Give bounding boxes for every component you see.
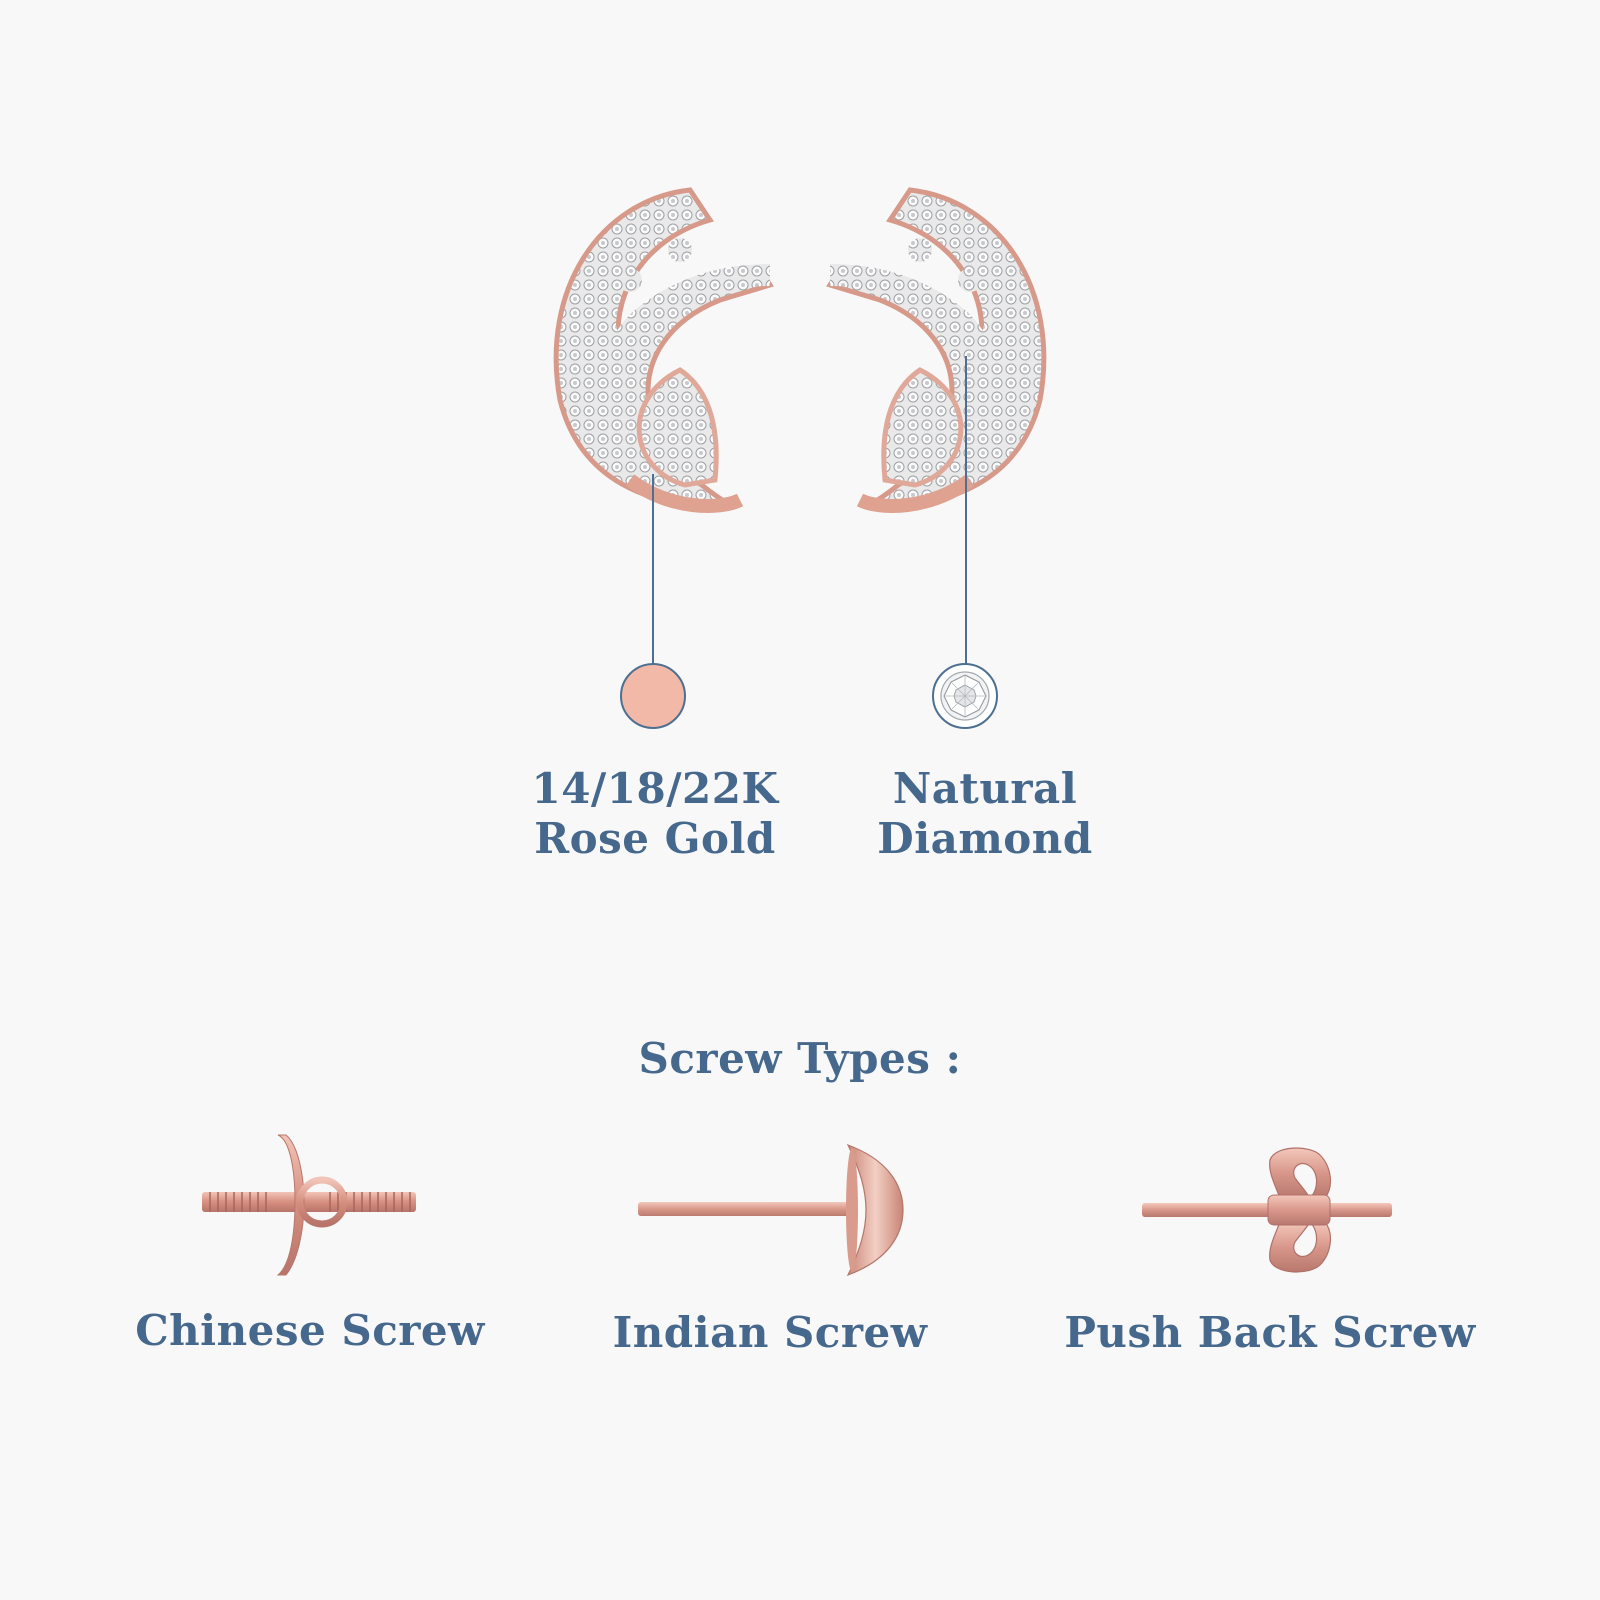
stone-label-line1: Natural	[892, 764, 1078, 813]
earrings-product-image	[540, 180, 1060, 520]
right-earring	[826, 187, 1047, 513]
stone-callout-line	[965, 356, 967, 664]
metal-callout-line	[652, 474, 654, 664]
diamond-swatch	[932, 663, 998, 729]
chinese-screw-icon	[202, 1134, 416, 1276]
indian-screw-icon	[638, 1143, 904, 1277]
rose-gold-swatch	[620, 663, 686, 729]
metal-label: 14/18/22K Rose Gold	[520, 764, 790, 865]
chinese-screw-label: Chinese Screw	[135, 1306, 485, 1355]
metal-label-line1: 14/18/22K	[531, 764, 779, 813]
push-back-screw-label: Push Back Screw	[1064, 1308, 1476, 1357]
left-earring	[553, 187, 774, 513]
indian-screw-label: Indian Screw	[612, 1308, 928, 1357]
stone-label-line2: Diamond	[877, 814, 1093, 864]
stone-label: Natural Diamond	[850, 764, 1120, 865]
push-back-screw-icon	[1142, 1147, 1392, 1273]
earrings-illustration	[553, 187, 1047, 513]
screw-types-title: Screw Types :	[638, 1034, 962, 1083]
metal-label-line2: Rose Gold	[534, 814, 776, 864]
diamond-icon	[940, 671, 990, 721]
